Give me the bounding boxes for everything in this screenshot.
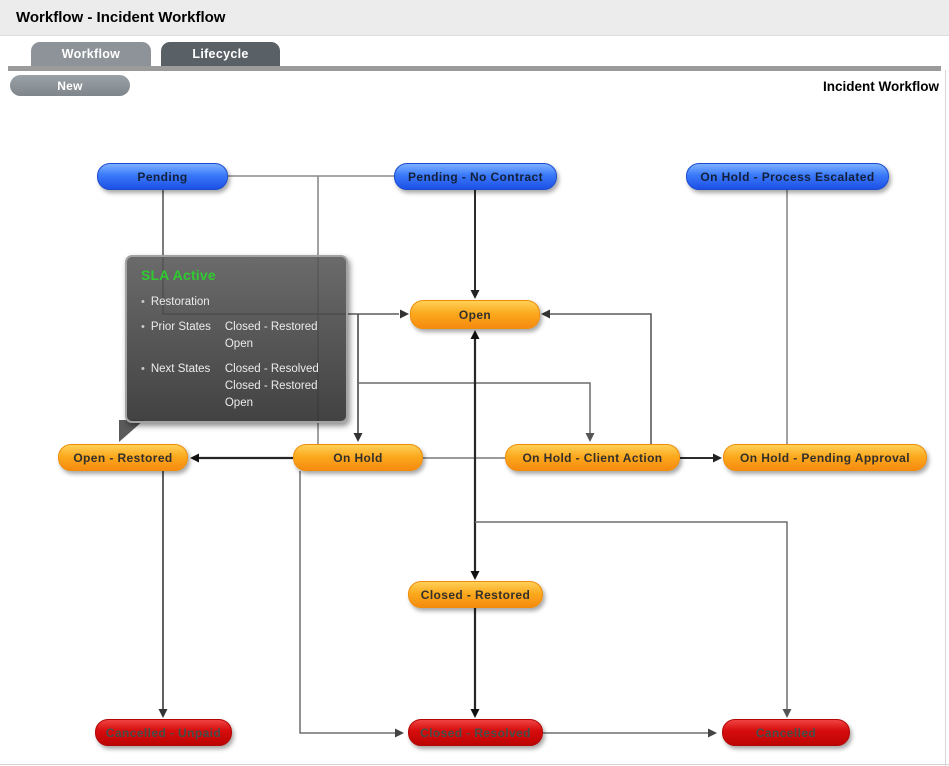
node-closed-restored[interactable]: Closed - Restored [408,581,543,608]
tooltip-label: Prior States [150,321,211,333]
tooltip-title: SLA Active [141,267,216,283]
tooltip-row-prior-states: Prior States Closed - Restored Open [141,319,336,353]
node-label: Pending - No Contract [407,169,544,184]
tooltip-value: Closed - Restored [224,380,318,392]
page-title: Workflow - Incident Workflow [16,9,226,26]
context-title: Incident Workflow [822,79,939,94]
tooltip-value: Closed - Restored [224,321,318,333]
connector-client-action-to-open [541,309,652,444]
connector-branch-to-client-action [358,382,595,442]
tooltip-value: Closed - Resolved [224,363,319,375]
node-pending-no-contract[interactable]: Pending - No Contract [394,163,557,190]
tooltip-tail [119,420,144,442]
node-open[interactable]: Open [410,300,540,329]
node-label: Open - Restored [73,450,173,465]
tooltip-label: Next States [150,363,211,375]
node-label: On Hold - Pending Approval [740,450,910,465]
connector-on-hold-to-closed-resolved [299,471,404,738]
right-frame-border [945,70,946,766]
node-closed-resolved[interactable]: Closed - Resolved [408,719,543,746]
tab-lifecycle-label: Lifecycle [192,47,249,61]
node-label: On Hold - Client Action [522,450,663,465]
connector-client-action-to-pending-approval [680,453,722,463]
node-label: On Hold [333,450,383,465]
node-open-restored[interactable]: Open - Restored [58,444,188,471]
tooltip-value: Open [224,338,253,350]
connector-pending-no-contract-to-open [470,190,480,299]
new-button[interactable]: New [10,75,130,96]
node-label: Cancelled [755,725,817,740]
tooltip-values: Closed - Resolved Closed - Restored Open [225,361,319,412]
tab-workflow-label: Workflow [61,47,121,61]
node-label: Closed - Restored [420,587,531,602]
tooltip-row-restoration: Restoration [141,294,336,311]
node-pending[interactable]: Pending [97,163,228,190]
connector-open-closed-restored [470,330,480,580]
tooltip-row-next-states: Next States Closed - Resolved Closed - R… [141,361,336,412]
node-label: Cancelled - Unpaid [105,725,222,740]
connector-on-hold-to-open-restored [190,453,293,463]
tab-divider-bar [8,66,941,71]
node-on-hold-process-escalated[interactable]: On Hold - Process Escalated [686,163,889,190]
bottom-frame-border [0,764,949,765]
node-label: On Hold - Process Escalated [700,169,875,184]
node-on-hold-client-action[interactable]: On Hold - Client Action [505,444,680,471]
tooltip-label: Restoration [150,296,210,308]
connector-closed-restored-to-closed-resolved [470,608,480,718]
window-titlebar: Workflow - Incident Workflow [0,0,949,36]
tab-lifecycle[interactable]: Lifecycle [161,42,280,66]
new-button-label: New [57,78,83,93]
node-on-hold[interactable]: On Hold [293,444,423,471]
connector-branch-to-on-hold [353,314,363,442]
node-cancelled-unpaid[interactable]: Cancelled - Unpaid [95,719,232,746]
tab-workflow[interactable]: Workflow [31,42,151,66]
tooltip-values: Closed - Restored Open [225,319,318,353]
node-on-hold-pending-approval[interactable]: On Hold - Pending Approval [723,444,927,471]
connector-trunk-to-cancelled [475,521,792,718]
node-cancelled[interactable]: Cancelled [722,719,850,746]
node-label: Pending [137,169,188,184]
tooltip-value: Open [224,397,253,409]
connector-open-restored-to-cancelled-unpaid [158,471,168,718]
connector-closed-resolved-to-cancelled [543,728,717,738]
node-label: Closed - Resolved [420,725,531,740]
node-label: Open [458,307,492,322]
sla-status-tooltip: SLA Active Restoration Prior States Clos… [125,255,348,423]
